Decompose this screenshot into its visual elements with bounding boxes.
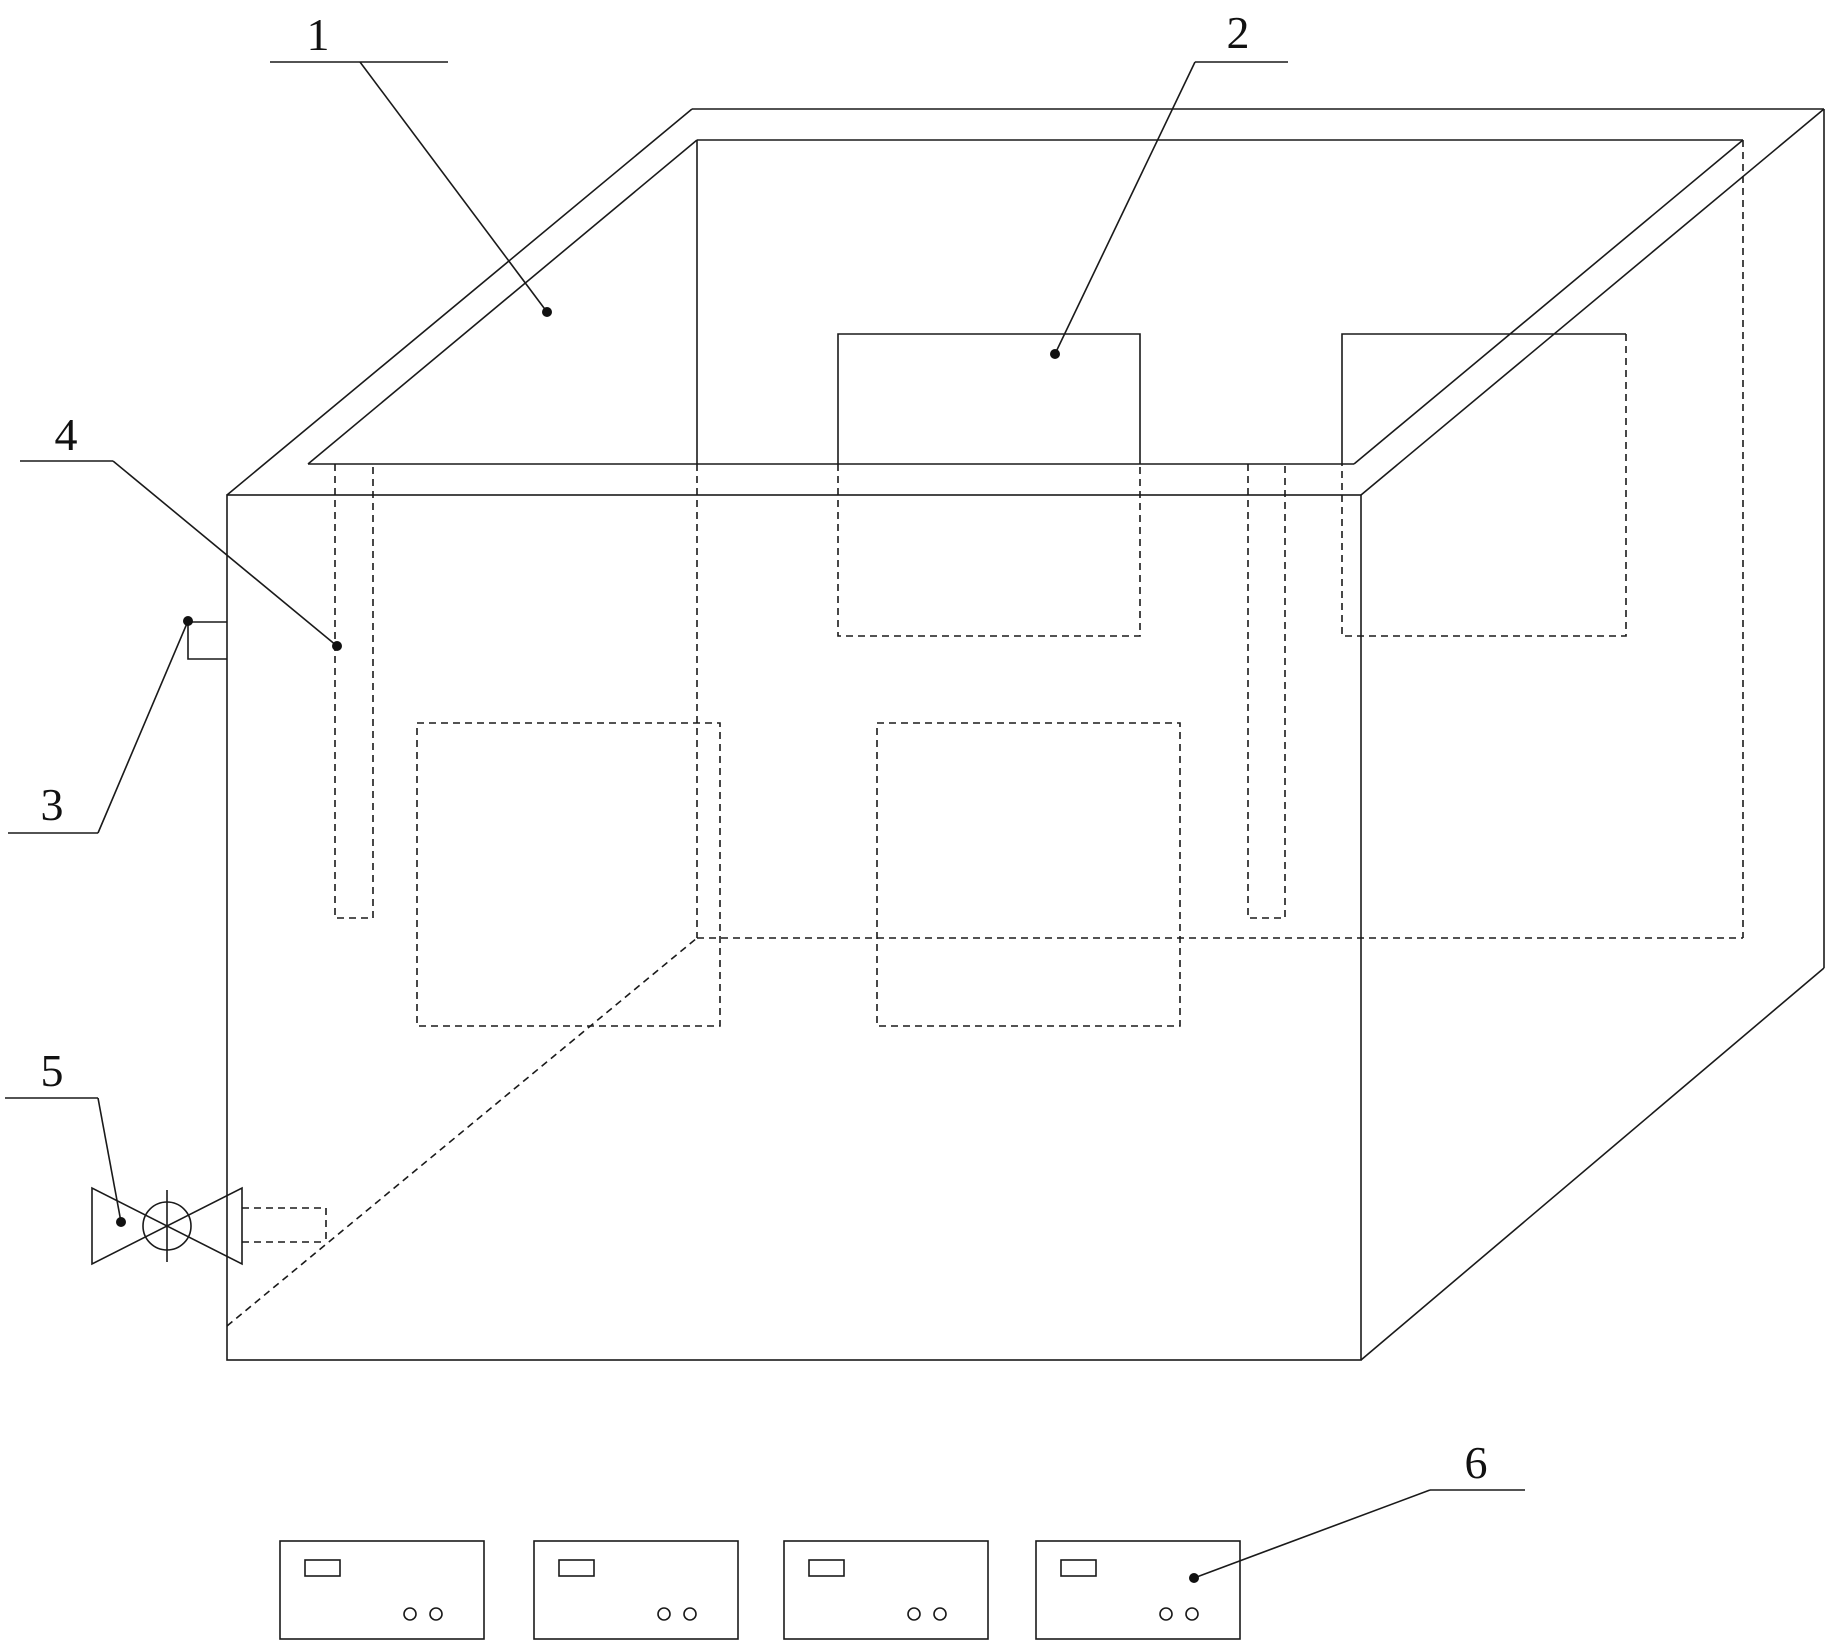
leader-dot-2 bbox=[1050, 349, 1060, 359]
leader-dot-4 bbox=[332, 641, 342, 651]
knob bbox=[1185, 1607, 1199, 1621]
tank-front-face bbox=[226, 494, 1362, 1361]
knob bbox=[1159, 1607, 1173, 1621]
leader-dot-1 bbox=[542, 307, 552, 317]
callout-6: 6 bbox=[1465, 1437, 1488, 1488]
leader-dot-3 bbox=[183, 616, 193, 626]
callout-1: 1 bbox=[307, 9, 330, 60]
inner-bottom-left-hidden bbox=[226, 937, 698, 1327]
tank-top-right-edge bbox=[1360, 108, 1825, 496]
heater-rod-right bbox=[1247, 464, 1286, 919]
plate-front-left bbox=[416, 722, 721, 1027]
display-window bbox=[1060, 1559, 1097, 1577]
knob bbox=[429, 1607, 443, 1621]
side-fitting bbox=[187, 621, 227, 660]
display-window bbox=[304, 1559, 341, 1577]
plate-back-left bbox=[837, 333, 1141, 637]
tank bbox=[226, 108, 1825, 1361]
knob bbox=[683, 1607, 697, 1621]
tank-rim bbox=[307, 139, 1744, 465]
callout-3: 3 bbox=[41, 779, 64, 830]
leader-dot-6 bbox=[1189, 1573, 1199, 1583]
tank-top-left-edge bbox=[226, 108, 693, 496]
leader-dot-5 bbox=[116, 1217, 126, 1227]
tank-bottom-right-edge bbox=[1360, 967, 1825, 1361]
callout-4: 4 bbox=[55, 409, 78, 460]
callout-5: 5 bbox=[41, 1045, 64, 1096]
control-box bbox=[783, 1540, 989, 1640]
control-box bbox=[1035, 1540, 1241, 1640]
rim-left-edge bbox=[307, 139, 698, 465]
inner-wall bbox=[226, 140, 1744, 1327]
knob bbox=[933, 1607, 947, 1621]
display-window bbox=[808, 1559, 845, 1577]
rim-right-edge bbox=[1353, 139, 1744, 465]
knob bbox=[403, 1607, 417, 1621]
leader-lines bbox=[5, 61, 1525, 1583]
control-box bbox=[279, 1540, 485, 1640]
display-window bbox=[558, 1559, 595, 1577]
knob bbox=[657, 1607, 671, 1621]
valve-body bbox=[91, 1186, 243, 1266]
control-box bbox=[533, 1540, 739, 1640]
callout-2: 2 bbox=[1227, 7, 1250, 58]
drain-valve bbox=[91, 1186, 327, 1266]
plate-back-right bbox=[1341, 333, 1627, 637]
heater-rod-left bbox=[334, 464, 374, 919]
plate-front-right bbox=[876, 722, 1181, 1027]
knob bbox=[907, 1607, 921, 1621]
